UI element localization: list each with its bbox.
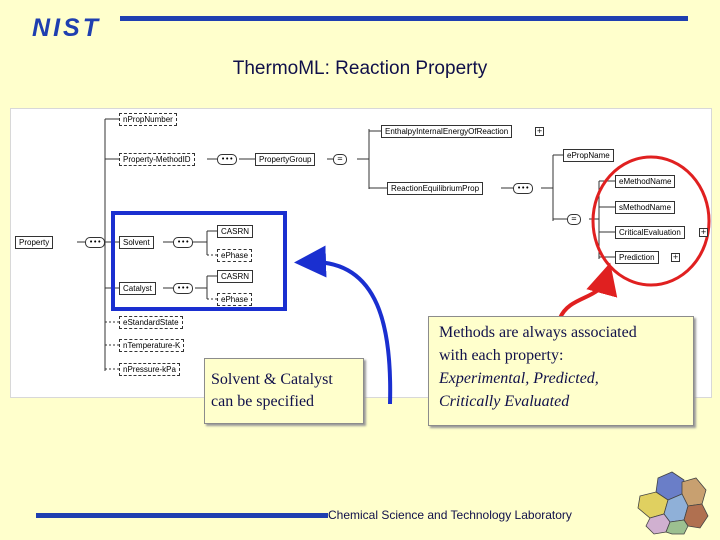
sequence-icon: ••• (173, 237, 194, 248)
node-property-group[interactable]: PropertyGroup (255, 153, 316, 166)
footer-text: Chemical Science and Technology Laborato… (328, 508, 572, 522)
callout-left-line2: can be specified (211, 393, 315, 410)
callout-left-line1: Solvent & Catalyst (211, 371, 333, 388)
blue-arrow (294, 245, 393, 405)
callout-solvent-catalyst: Solvent & Catalyst can be specified (204, 358, 364, 424)
node-prediction[interactable]: Prediction (615, 251, 659, 264)
molecule-cluster-logo (637, 471, 709, 535)
methods-highlight (591, 155, 711, 287)
choice-icon: = (567, 214, 581, 225)
node-s-method-name[interactable]: sMethodName (615, 201, 676, 214)
node-n-pressure[interactable]: nPressure-kPa (119, 363, 180, 376)
node-e-standard-state[interactable]: eStandardState (119, 316, 183, 329)
red-arrow (558, 262, 618, 319)
expand-plus-icon[interactable]: + (535, 127, 544, 136)
callout-methods: Methods are always associated with each … (428, 316, 694, 426)
schema-connectors (77, 118, 711, 371)
sequence-icon: ••• (173, 283, 194, 294)
footer-bar (36, 513, 328, 518)
node-property[interactable]: Property (15, 236, 54, 249)
node-n-prop-number[interactable]: nPropNumber (119, 113, 177, 126)
choice-icon: = (333, 154, 347, 165)
node-n-temperature[interactable]: nTemperature-K (119, 339, 185, 352)
node-e-method-name[interactable]: eMethodName (615, 175, 676, 188)
node-catalyst-casrn[interactable]: CASRN (217, 270, 254, 283)
solvent-catalyst-highlight (111, 211, 287, 311)
header-bar (120, 16, 688, 21)
sequence-icon: ••• (217, 154, 238, 165)
callout-right-line4: Critically Evaluated (439, 393, 570, 410)
node-solvent-ephase[interactable]: ePhase (217, 249, 253, 262)
nist-logo-text: NIST (32, 14, 101, 40)
sequence-icon: ••• (85, 237, 106, 248)
node-solvent[interactable]: Solvent (119, 236, 154, 249)
sequence-icon: ••• (513, 183, 534, 194)
node-e-prop-name[interactable]: ePropName (563, 149, 614, 162)
callout-right-line2: with each property: (439, 347, 564, 364)
callout-right-line1: Methods are always associated (439, 324, 637, 341)
expand-plus-icon[interactable]: + (699, 228, 708, 237)
node-critical-evaluation[interactable]: CriticalEvaluation (615, 226, 685, 239)
node-catalyst-ephase[interactable]: ePhase (217, 293, 253, 306)
callout-right-line3: Experimental, Predicted, (439, 370, 599, 387)
slide-title: ThermoML: Reaction Property (232, 58, 488, 79)
node-reaction-equilibrium-prop[interactable]: ReactionEquilibriumProp (387, 182, 484, 195)
node-solvent-casrn[interactable]: CASRN (217, 225, 254, 238)
node-catalyst[interactable]: Catalyst (119, 282, 156, 295)
node-property-method-id[interactable]: Property-MethodID (119, 153, 195, 166)
nist-logo: NIST (32, 14, 101, 40)
expand-plus-icon[interactable]: + (671, 253, 680, 262)
node-enthalpy[interactable]: EnthalpyInternalEnergyOfReaction (381, 125, 513, 138)
